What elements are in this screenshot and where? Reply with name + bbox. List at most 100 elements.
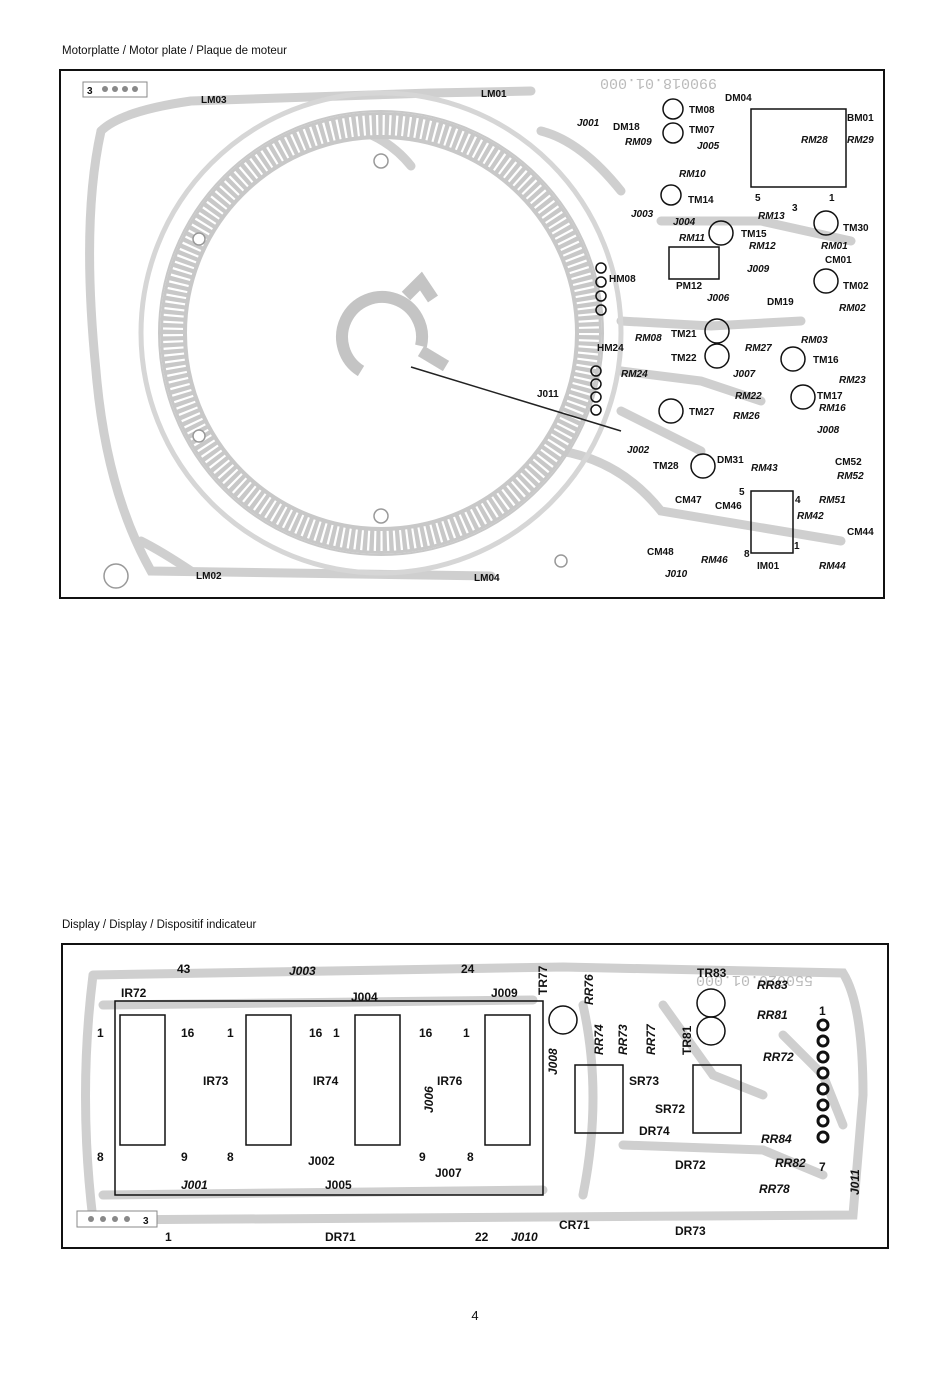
motor-label-36: TM22	[671, 353, 697, 364]
display-label-19: TR81	[680, 1025, 694, 1055]
display-pin-0: 1	[97, 1026, 104, 1040]
motor-label-18: RM13	[758, 211, 785, 222]
motor-label-55: CM47	[675, 495, 702, 506]
display-pin-14: 1	[165, 1230, 172, 1244]
display-caption: Display / Display / Dispositif indicateu…	[62, 919, 257, 931]
motor-label-11: TM07	[689, 125, 715, 136]
motor-label-59: RM46	[701, 555, 728, 566]
motor-label-4: DM04	[725, 93, 752, 104]
motor-label-16: J003	[631, 209, 654, 220]
motor-label-42: J011	[537, 389, 559, 400]
motor-label-62: J010	[665, 569, 688, 580]
display-label-33: DR71	[325, 1230, 356, 1244]
motor-label-44: TM17	[817, 391, 843, 402]
motor-label-30: DM19	[767, 297, 794, 308]
display-label-12: IR74	[313, 1074, 339, 1088]
motor-label-27: J009	[747, 264, 770, 275]
motor-label-47: RM26	[733, 411, 760, 422]
motor-pin-3: 4	[795, 495, 801, 506]
motor-mount-holes	[103, 153, 568, 589]
motor-label-1: LM01	[481, 89, 507, 100]
display-label-9: J009	[491, 986, 518, 1000]
display-label-7: RR83	[757, 978, 788, 992]
motor-stator-ring	[138, 90, 624, 576]
display-label-18: RR77	[644, 1023, 658, 1055]
motor-label-29: J006	[707, 293, 730, 304]
display-leds	[816, 1018, 830, 1144]
motor-label-40: J007	[733, 369, 756, 380]
display-pin-7: 8	[97, 1150, 104, 1164]
display-label-15: J008	[546, 1048, 560, 1075]
display-label-31: RR78	[759, 1182, 790, 1196]
motor-label-64: RM44	[819, 561, 846, 572]
motor-label-31: RM02	[839, 303, 866, 314]
motor-label-12: RM09	[625, 137, 652, 148]
display-label-36: CR71	[559, 1218, 590, 1232]
motor-label-26: PM12	[676, 281, 703, 292]
motor-label-43: RM22	[735, 391, 762, 402]
display-label-2: J003	[289, 964, 316, 978]
display-pin-11: 8	[467, 1150, 474, 1164]
motor-label-48: J008	[817, 425, 840, 436]
motor-pin-2: 1	[829, 193, 835, 204]
display-label-13: J006	[422, 1086, 436, 1113]
display-label-34: 22	[475, 1230, 489, 1244]
motor-label-37: RM27	[745, 343, 772, 354]
display-pin-2: 1	[227, 1026, 234, 1040]
motor-label-2: LM02	[196, 571, 222, 582]
display-silk-number: 550020.01.000	[696, 971, 813, 988]
motor-pin-1: 3	[792, 203, 798, 214]
motor-connector-pin: 3	[87, 86, 93, 97]
display-label-21: SR73	[629, 1074, 659, 1088]
motor-label-61: CM44	[847, 527, 874, 538]
motor-label-52: TM28	[653, 461, 679, 472]
motor-label-24: CM01	[825, 255, 852, 266]
motor-label-14: RM10	[679, 169, 706, 180]
display-pin-4: 1	[333, 1026, 340, 1040]
display-label-5: RR76	[582, 974, 596, 1005]
display-label-3: 24	[461, 962, 475, 976]
motor-label-53: RM43	[751, 463, 778, 474]
motor-pin-0: 5	[755, 193, 761, 204]
display-pin-6: 1	[463, 1026, 470, 1040]
display-label-23: J002	[308, 1154, 335, 1168]
motor-pin-4: 5	[739, 487, 745, 498]
motor-label-3: LM04	[474, 573, 500, 584]
motor-label-10: TM08	[689, 105, 715, 116]
motor-label-50: DM31	[717, 455, 744, 466]
display-label-17: RR73	[616, 1024, 630, 1055]
motor-label-38: TM16	[813, 355, 839, 366]
motor-label-22: RM12	[749, 241, 776, 252]
motor-label-6: RM28	[801, 135, 828, 146]
display-label-22: SR72	[655, 1102, 685, 1116]
display-label-29: DR72	[675, 1158, 706, 1172]
motor-label-21: RM11	[679, 233, 705, 244]
motor-label-56: CM46	[715, 501, 742, 512]
display-label-27: J005	[325, 1178, 352, 1192]
display-connector-pin: 3	[143, 1216, 149, 1227]
motor-connector: 3	[82, 81, 148, 98]
motor-label-60: RM42	[797, 511, 824, 522]
motor-label-49: J002	[627, 445, 650, 456]
motor-label-23: RM01	[821, 241, 848, 252]
motor-components	[590, 98, 847, 554]
motor-label-7: RM29	[847, 135, 874, 146]
display-label-37: DR73	[675, 1224, 706, 1238]
display-pin-1: 16	[181, 1026, 195, 1040]
motor-silk-number: 990018.01.000	[600, 74, 717, 91]
motor-label-45: RM16	[819, 403, 846, 414]
motor-label-63: IM01	[757, 561, 780, 572]
motor-traces	[85, 86, 856, 581]
display-label-6: TR83	[697, 966, 727, 980]
motor-hall-wire	[410, 366, 622, 432]
page-number: 4	[471, 1308, 479, 1323]
display-label-30: RR82	[775, 1156, 806, 1170]
motor-label-51: CM52	[835, 457, 862, 468]
motor-label-13: J005	[697, 141, 720, 152]
motor-label-46: TM27	[689, 407, 715, 418]
display-label-10: RR81	[757, 1008, 788, 1022]
motor-label-32: RM08	[635, 333, 662, 344]
